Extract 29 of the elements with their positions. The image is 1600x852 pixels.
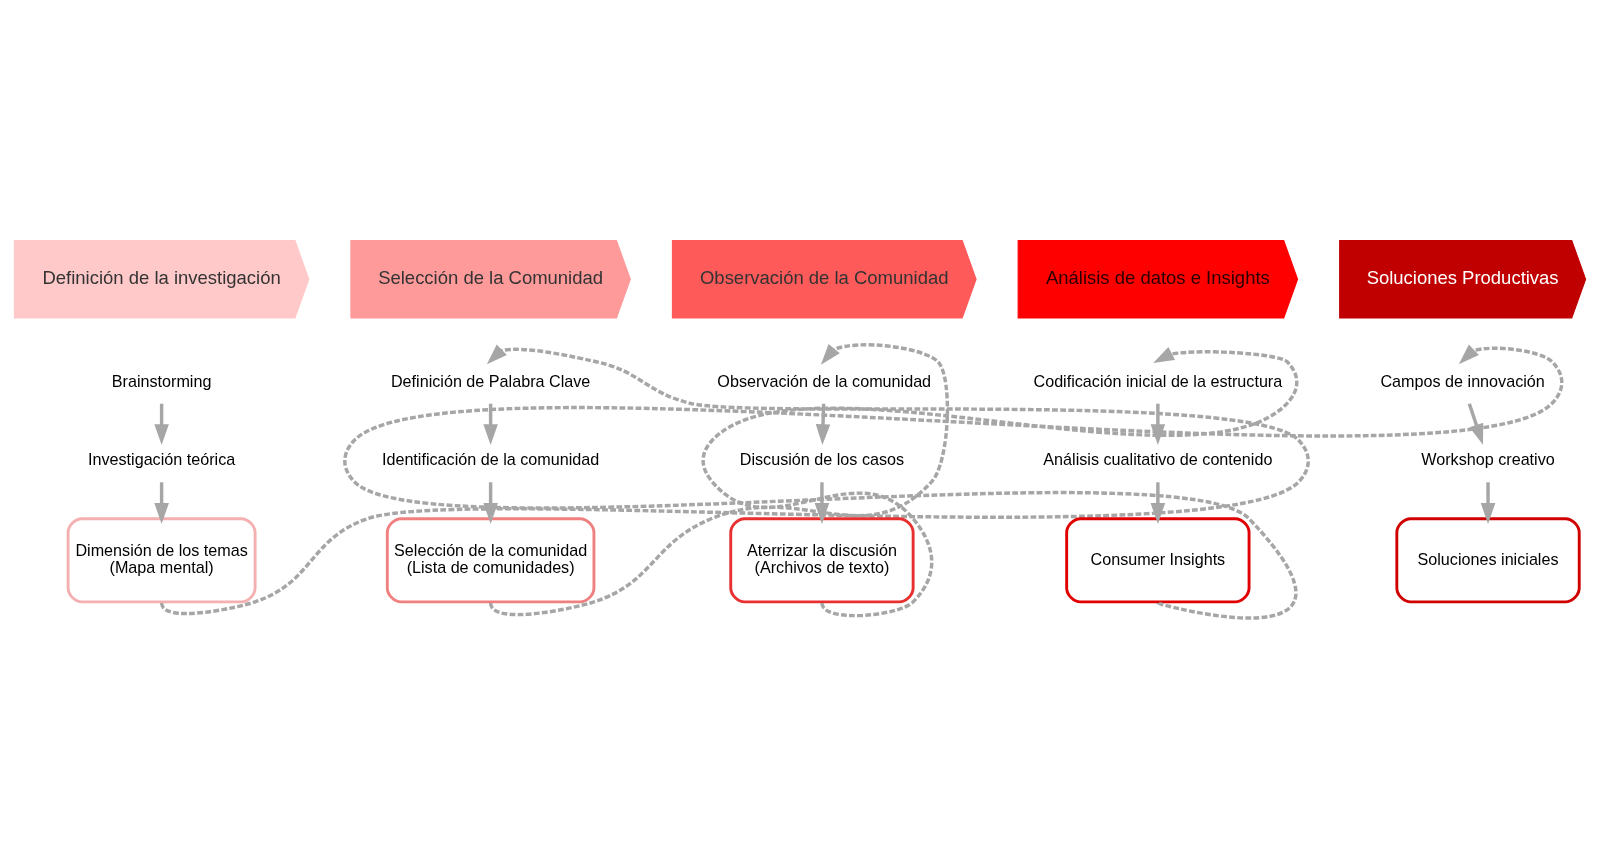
node-text: Brainstorming [111, 371, 212, 390]
node-text: Discusión de los casos [739, 450, 905, 469]
node-box: Aterrizar la discusión (Archivos de texto) [729, 517, 915, 604]
arrow [814, 482, 830, 524]
arrow [1150, 403, 1166, 445]
arrow [815, 403, 831, 445]
node-text: Codificación inicial de la estructura [1033, 371, 1283, 390]
arrow [483, 403, 498, 445]
node-text: Observación de la comunidad [717, 371, 932, 390]
node-text: Análisis cualitativo de contenido [1043, 450, 1273, 469]
arrow [1467, 403, 1484, 445]
node-box: Soluciones iniciales [1395, 517, 1581, 604]
node-box: Dimensión de los temas (Mapa mental) [66, 517, 257, 604]
node-text: Definición de Palabra Clave [390, 371, 591, 390]
arrow [1480, 482, 1496, 524]
node-box: Consumer Insights [1065, 517, 1251, 604]
arrow [701, 347, 1299, 618]
node-box: Selección de la comunidad (Lista de comunidades) [385, 517, 596, 604]
arrow [1150, 482, 1166, 524]
arrow [483, 482, 498, 524]
arrow [160, 344, 1310, 615]
node-text: Campos de innovación [1380, 371, 1545, 390]
arrow [154, 403, 169, 445]
node-text: Workshop creativo [1421, 450, 1555, 469]
arrow [489, 343, 950, 617]
node-text: Identificación de la comunidad [381, 450, 600, 469]
node-text: Investigación teórica [87, 450, 236, 469]
arrow [154, 482, 169, 524]
arrow [343, 344, 1564, 620]
